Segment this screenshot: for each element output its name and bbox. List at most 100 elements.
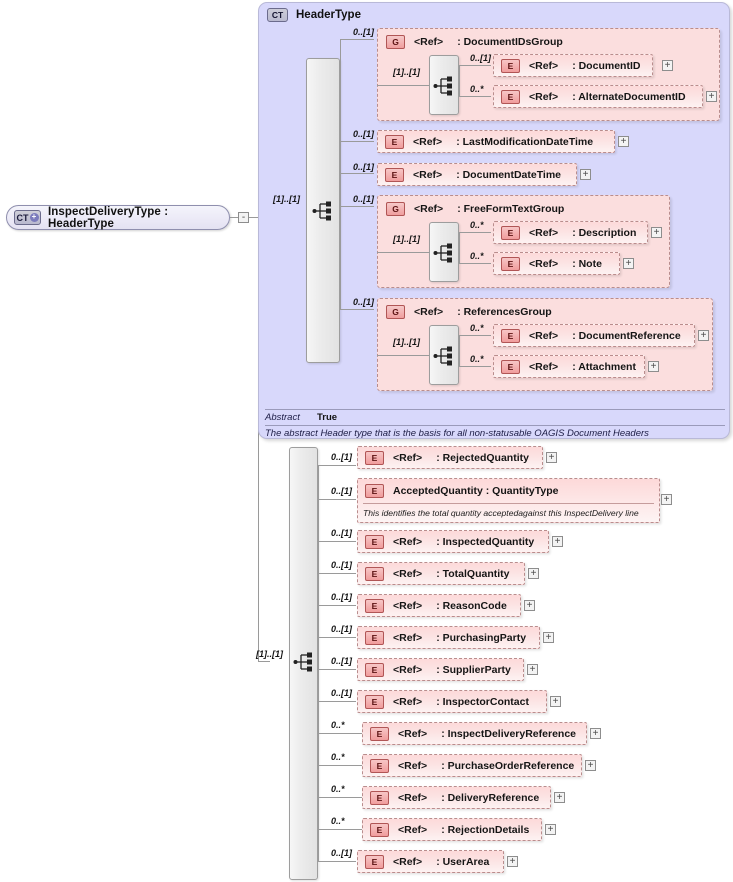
element-badge-icon: E [385,134,404,149]
cardinality-documentreference: 0..* [470,323,484,333]
element-deliveryreference[interactable]: E <Ref> : DeliveryReference [362,786,551,809]
cardinality-purchasingparty: 0..[1] [331,624,353,634]
cardinality-inspectorcontact: 0..[1] [331,688,353,698]
element-expand-toggle[interactable]: + [554,792,565,803]
element-name-label: : InspectedQuantity [436,535,535,548]
element-ref-label: <Ref> [393,567,423,580]
element-expand-toggle[interactable]: + [648,361,659,372]
element-note[interactable]: E <Ref> : Note [493,252,620,275]
element-ref-label: <Ref> [393,535,423,548]
element-expand-toggle[interactable]: + [528,568,539,579]
element-name-label: : RejectionDetails [441,823,530,836]
sequence-connector-referencesgroup[interactable] [429,325,459,385]
connector-line [377,252,429,253]
element-expand-toggle[interactable]: + [662,60,673,71]
element-ref-label: <Ref> [529,90,559,103]
element-ref-label: <Ref> [393,855,423,868]
cardinality-note: 0..* [470,251,484,261]
element-expand-toggle[interactable]: + [552,536,563,547]
connector-line [318,465,319,861]
element-userarea[interactable]: E <Ref> : UserArea [357,850,504,873]
connector-line [459,232,491,233]
connector-line [318,829,362,830]
cardinality-userarea: 0..[1] [331,848,353,858]
element-rejectedquantity[interactable]: E <Ref> : RejectedQuantity [357,446,543,469]
element-reasoncode[interactable]: E <Ref> : ReasonCode [357,594,521,617]
element-inspectorcontact[interactable]: E <Ref> : InspectorContact [357,690,547,713]
element-expand-toggle[interactable]: + [706,91,717,102]
sequence-connector-headertype[interactable] [306,58,340,363]
sequence-connector-body[interactable] [289,447,318,880]
complextype-badge-icon: CT [267,8,288,22]
element-lastmodificationdatetime[interactable]: E <Ref> : LastModificationDateTime [377,130,615,153]
element-ref-label: <Ref> [398,759,428,772]
complextype-badge-label: CT [16,212,29,223]
connector-line [318,637,356,638]
abstract-property-key: Abstract [265,412,300,423]
element-expand-toggle[interactable]: + [545,824,556,835]
element-acceptedquantity[interactable]: E AcceptedQuantity : QuantityType This i… [357,478,660,523]
element-expand-toggle[interactable]: + [661,494,672,505]
element-ref-label: <Ref> [413,135,443,148]
element-expand-toggle[interactable]: + [580,169,591,180]
root-node-inspect-delivery-type[interactable]: CT+ InspectDeliveryType : HeaderType [6,205,230,230]
cardinality-documentdatetime: 0..[1] [353,162,375,172]
connector-line [258,661,270,662]
element-documentdatetime[interactable]: E <Ref> : DocumentDateTime [377,163,577,186]
group-name-label: : ReferencesGroup [457,306,552,318]
element-name-label: : PurchasingParty [436,631,527,644]
element-expand-toggle[interactable]: + [698,330,709,341]
sequence-icon [433,76,452,96]
element-expand-toggle[interactable]: + [546,452,557,463]
element-expand-toggle[interactable]: + [527,664,538,675]
element-name-label: : DocumentReference [572,329,681,342]
element-documentid[interactable]: E <Ref> : DocumentID [493,54,653,77]
element-inspectedquantity[interactable]: E <Ref> : InspectedQuantity [357,530,549,553]
cardinality-inspectedquantity: 0..[1] [331,528,353,538]
connector-line [318,605,356,606]
abstract-property-row: Abstract True [265,409,725,425]
element-ref-label: <Ref> [529,329,559,342]
element-alternatedocumentid[interactable]: E <Ref> : AlternateDocumentID [493,85,703,108]
element-expand-toggle[interactable]: + [590,728,601,739]
group-ref-label: <Ref> [414,36,444,48]
element-documentreference[interactable]: E <Ref> : DocumentReference [493,324,695,347]
connector-line [318,499,356,500]
cardinality-rejectedquantity: 0..[1] [331,452,353,462]
cardinality-description: 0..* [470,220,484,230]
element-expand-toggle[interactable]: + [623,258,634,269]
cardinality-totalquantity: 0..[1] [331,560,353,570]
element-description[interactable]: E <Ref> : Description [493,221,648,244]
connector-line [459,65,491,66]
element-expand-toggle[interactable]: + [618,136,629,147]
element-expand-toggle[interactable]: + [543,632,554,643]
sequence-connector-documentidsgroup[interactable] [429,55,459,115]
element-expand-toggle[interactable]: + [651,227,662,238]
connector-line [459,263,491,264]
element-badge-icon: E [365,450,384,465]
element-badge-icon: E [365,598,384,613]
cardinality-referencesgroup-sequence: [1]..[1] [393,337,420,347]
element-rejectiondetails[interactable]: E <Ref> : RejectionDetails [362,818,542,841]
cardinality-reasoncode: 0..[1] [331,592,353,602]
element-name-label: : SupplierParty [436,663,511,676]
element-expand-toggle[interactable]: + [524,600,535,611]
element-attachment[interactable]: E <Ref> : Attachment [493,355,645,378]
element-purchaseorderreference[interactable]: E <Ref> : PurchaseOrderReference [362,754,582,777]
sequence-connector-freeformtextgroup[interactable] [429,222,459,282]
element-supplierparty[interactable]: E <Ref> : SupplierParty [357,658,524,681]
cardinality-documentidsgroup: 0..[1] [353,27,375,37]
element-expand-toggle[interactable]: + [550,696,561,707]
element-expand-toggle[interactable]: + [507,856,518,867]
root-node-label: InspectDeliveryType : HeaderType [48,205,169,230]
root-collapse-toggle[interactable]: - [238,212,249,223]
element-totalquantity[interactable]: E <Ref> : TotalQuantity [357,562,525,585]
element-inspectdeliveryreference[interactable]: E <Ref> : InspectDeliveryReference [362,722,587,745]
element-name-label: AcceptedQuantity : QuantityType [393,485,559,497]
element-name-label: : Attachment [572,360,636,373]
connector-line [318,861,356,862]
element-purchasingparty[interactable]: E <Ref> : PurchasingParty [357,626,540,649]
element-expand-toggle[interactable]: + [585,760,596,771]
element-name-label: : DocumentID [572,59,641,72]
element-badge-icon: E [365,534,384,549]
